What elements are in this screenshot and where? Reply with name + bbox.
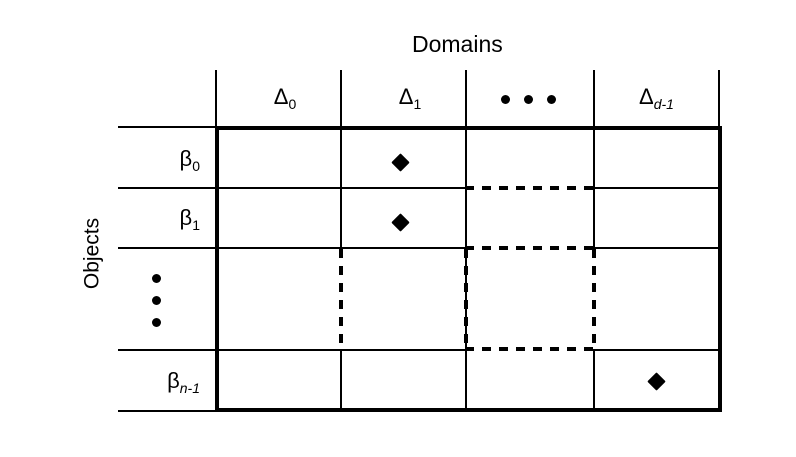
table-divider-ellipsis-cold1-lower bbox=[593, 349, 595, 410]
dashed-cell-left-edge bbox=[464, 249, 468, 349]
row-header-beta-n-1-base: β bbox=[167, 368, 180, 393]
row-header-beta-0: β0 bbox=[118, 146, 200, 174]
table-rule-beta0-beta1-right bbox=[593, 187, 720, 189]
header-tick-right-edge bbox=[718, 70, 720, 128]
ellipsis-dot bbox=[152, 296, 161, 305]
row-header-beta-0-subscript: 0 bbox=[192, 158, 200, 174]
ellipsis-dot bbox=[524, 95, 533, 104]
header-tick-col-ellipsis-d-1 bbox=[593, 70, 595, 128]
columns-axis-title: Domains bbox=[412, 31, 503, 57]
table-rule-ellipsis-betan1-right bbox=[593, 349, 720, 351]
dashed-rule-beta0-beta1-ellipsis-col bbox=[465, 186, 595, 190]
row-header-beta-1: β1 bbox=[118, 205, 200, 233]
row-header-beta-1-base: β bbox=[179, 205, 193, 230]
table-border-bottom bbox=[215, 408, 722, 412]
column-header-delta-0: Δ0 bbox=[232, 84, 338, 112]
header-tick-left-edge bbox=[215, 70, 217, 128]
marker-diamond-betan1-deltad1 bbox=[647, 372, 666, 391]
table-border-right bbox=[718, 126, 722, 412]
table-border-top bbox=[215, 126, 722, 130]
row-header-beta-1-subscript: 1 bbox=[192, 217, 200, 233]
marker-diamond-beta1-delta1 bbox=[391, 213, 410, 232]
header-tick-col-1-ellipsis bbox=[465, 70, 467, 128]
row-header-beta-n-1: βn-1 bbox=[108, 368, 200, 396]
row-label-rule-top bbox=[118, 126, 219, 128]
column-header-delta-1-base: Δ bbox=[398, 84, 414, 109]
column-header-delta-1-subscript: 1 bbox=[413, 96, 422, 112]
dashed-divider-col0-col1-ellipsis-row bbox=[339, 249, 343, 349]
column-header-delta-0-subscript: 0 bbox=[288, 96, 297, 112]
ellipsis-dot bbox=[152, 274, 161, 283]
table-divider-col0-col1-upper bbox=[340, 126, 342, 249]
row-label-rule-ellipsis-betan1 bbox=[118, 349, 219, 351]
column-header-delta-d-1-subscript: d-1 bbox=[653, 96, 674, 112]
column-header-delta-d-1-base: Δ bbox=[639, 84, 654, 109]
row-label-rule-bottom bbox=[118, 410, 219, 412]
row-label-rule-beta1-ellipsis bbox=[118, 247, 219, 249]
table-border-left bbox=[215, 126, 219, 412]
rows-axis-title: Objects bbox=[80, 217, 104, 290]
row-label-rule-beta0-beta1 bbox=[118, 187, 219, 189]
table-rule-beta1-ellipsis-right bbox=[593, 247, 720, 249]
column-header-ellipsis-icon bbox=[465, 95, 593, 107]
ellipsis-dot bbox=[152, 318, 161, 327]
row-header-ellipsis-icon bbox=[152, 274, 164, 330]
ellipsis-dot bbox=[547, 95, 556, 104]
dashed-cell-bottom-edge bbox=[465, 347, 595, 351]
row-header-beta-n-1-subscript: n-1 bbox=[179, 380, 200, 396]
header-tick-col-0-1 bbox=[340, 70, 342, 128]
dashed-cell-top-edge bbox=[465, 246, 595, 250]
table-divider-col0-col1-lower bbox=[340, 349, 342, 410]
dashed-cell-right-edge bbox=[592, 249, 596, 349]
column-header-delta-0-base: Δ bbox=[273, 84, 289, 109]
column-header-delta-1: Δ1 bbox=[357, 84, 463, 112]
column-header-delta-d-1: Δd-1 bbox=[593, 84, 720, 112]
ellipsis-dot bbox=[501, 95, 510, 104]
row-header-beta-0-base: β bbox=[179, 146, 193, 171]
marker-diamond-beta0-delta1 bbox=[391, 153, 410, 172]
